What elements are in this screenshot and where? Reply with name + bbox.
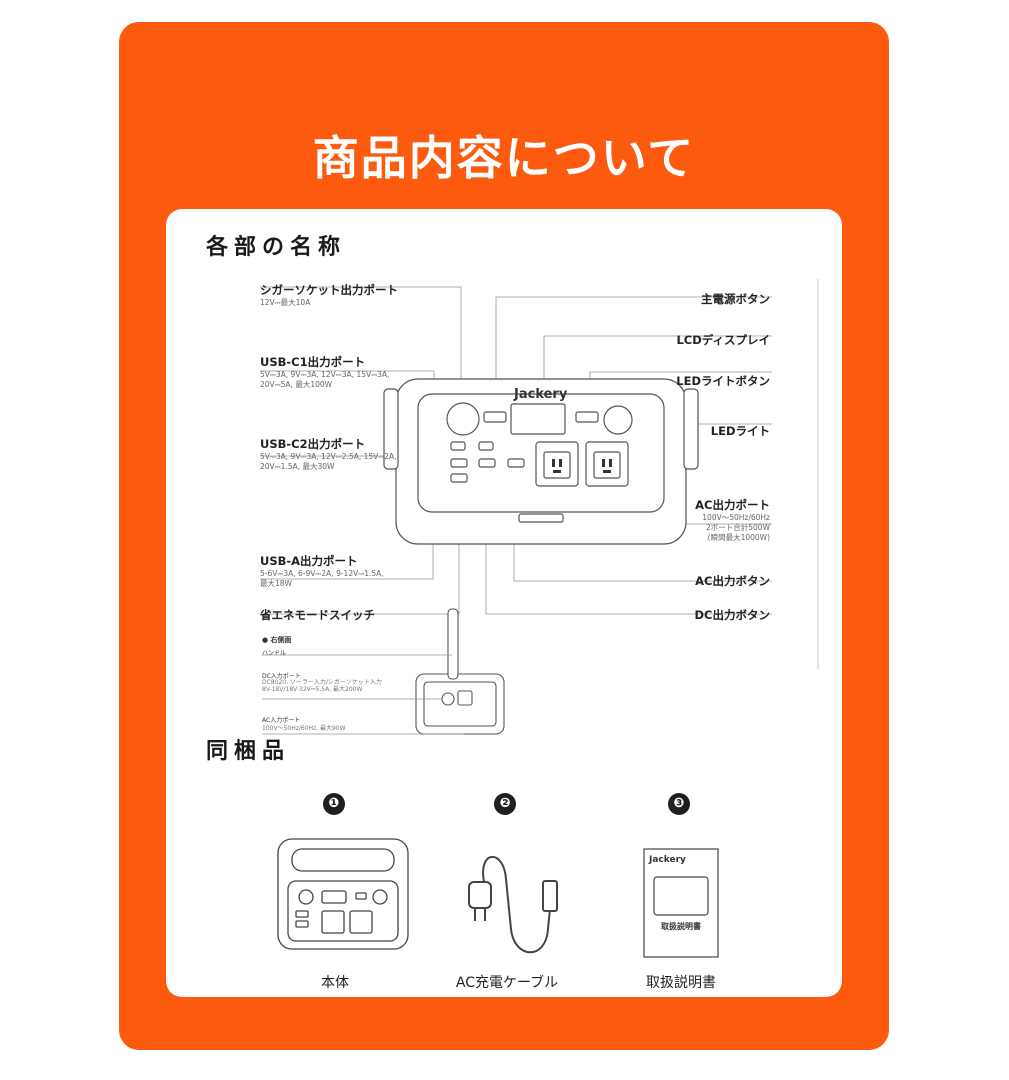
orange-banner: 商品内容について 各部の名称 xyxy=(119,22,889,1050)
label-handle: ハンドル xyxy=(262,650,287,657)
device-front-diagram xyxy=(260,279,819,735)
label-cigar-socket-port: シガーソケット出力ポート xyxy=(260,283,398,297)
label-led-light: LEDライト xyxy=(710,424,770,438)
manual-brand: Jackery xyxy=(649,855,686,865)
power-station-illustration xyxy=(277,838,409,950)
label-ac-output-port: AC出力ポート xyxy=(695,498,770,512)
caption-main-unit: 本体 xyxy=(321,975,349,991)
spec-ac-output-port: 100V〜50Hz/60Hz 2ポート合計500W (瞬間最大1000W) xyxy=(702,513,770,542)
manual-title: 取扱説明書 xyxy=(661,922,701,931)
contents-heading: 同梱品 xyxy=(206,739,291,764)
item-number-2: ❷ xyxy=(494,793,516,815)
label-dc-input-port: DC入力ポート xyxy=(262,673,301,680)
label-side-view: ● 右側面 xyxy=(262,636,292,644)
label-usb-c2-port: USB-C2出力ポート xyxy=(260,437,366,451)
label-usb-c1-port: USB-C1出力ポート xyxy=(260,355,366,369)
spec-ac-input-port: 100V〜50Hz/60Hz, 最大90W xyxy=(262,725,346,732)
item-number-1: ❶ xyxy=(323,793,345,815)
ac-cable-illustration xyxy=(468,855,558,954)
caption-ac-cable: AC充電ケーブル xyxy=(455,975,559,991)
parts-heading: 各部の名称 xyxy=(206,235,347,260)
contents-illustrations xyxy=(277,838,719,958)
label-lcd-display: LCDディスプレイ xyxy=(676,333,770,347)
label-dc-output-button: DC出力ボタン xyxy=(694,608,771,622)
spec-cigar-socket-port: 12V⎓最大10A xyxy=(260,298,311,307)
spec-dc-input-port: DC8020, ソーラー入力/シガーソケット入力 8V-18V/18V-32V⎓… xyxy=(262,679,382,693)
caption-manual: 取扱説明書 xyxy=(646,975,716,991)
label-ac-input-port: AC入力ポート xyxy=(262,717,301,724)
label-main-power-button: 主電源ボタン xyxy=(701,292,770,306)
label-usb-a-port: USB-A出力ポート xyxy=(260,554,358,568)
spec-usb-a-port: 5-6V⎓3A, 6-9V⎓2A, 9-12V⎓1.5A, 最大18W xyxy=(260,569,384,588)
manual-illustration xyxy=(643,848,719,958)
label-led-light-button: LEDライトボタン xyxy=(676,374,770,388)
page-title: 商品内容について xyxy=(312,131,696,185)
label-ac-output-button: AC出力ボタン xyxy=(695,574,770,588)
spec-usb-c1-port: 5V⎓3A, 9V⎓3A, 12V⎓3A, 15V⎓3A, 20V⎓5A, 最大… xyxy=(260,370,390,389)
spec-usb-c2-port: 5V⎓3A, 9V⎓3A, 12V⎓2.5A, 15V⎓2A, 20V⎓1.5A… xyxy=(260,452,397,471)
label-eco-mode-switch: 省エネモードスイッチ xyxy=(260,608,375,622)
item-number-3: ❸ xyxy=(668,793,690,815)
content-card: 各部の名称 xyxy=(166,209,842,997)
device-brand: Jackery xyxy=(514,387,568,402)
